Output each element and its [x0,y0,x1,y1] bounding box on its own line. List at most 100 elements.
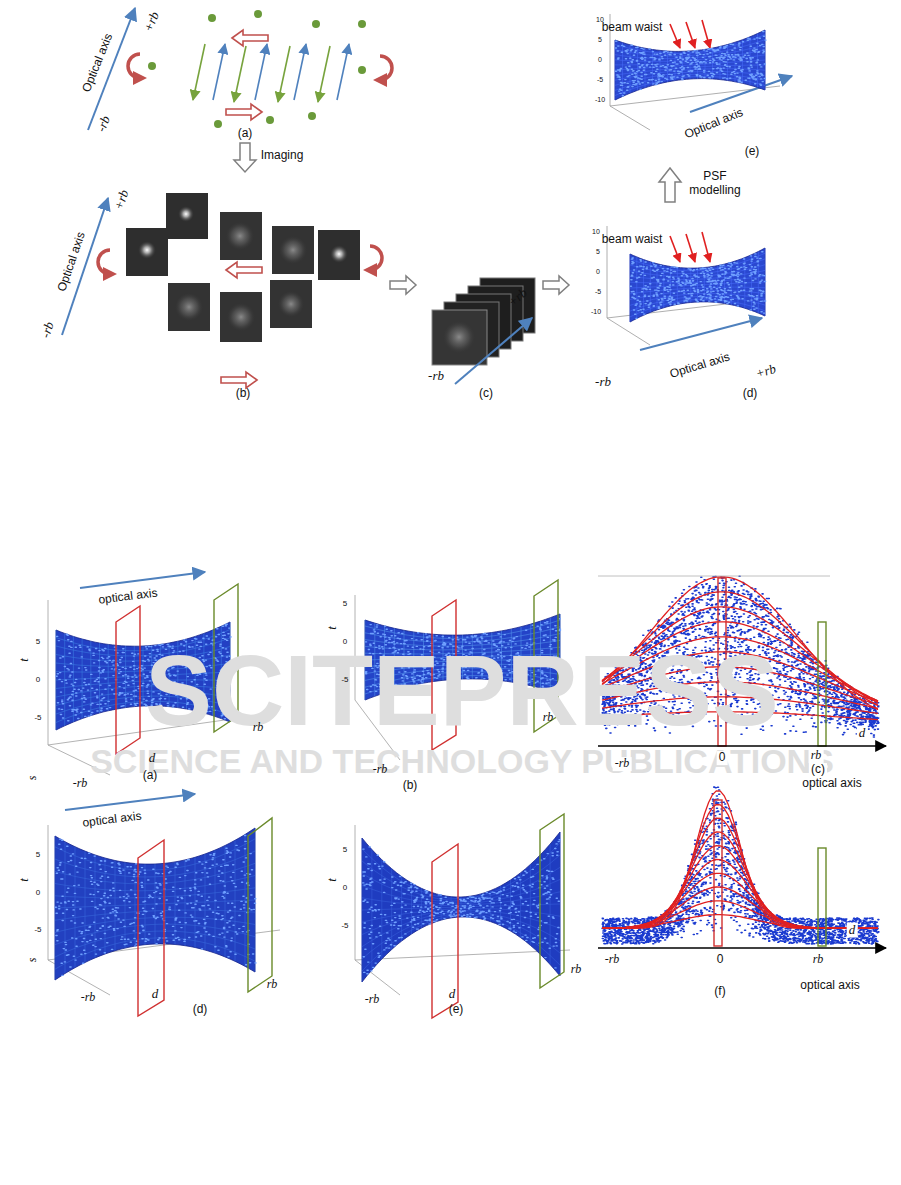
figure-shape [220,292,262,342]
psf-mesh [362,832,560,982]
figure-label: optical axis [800,777,863,791]
figure-label: 0 [36,888,40,897]
figure-shape [98,250,110,274]
figure-shape [208,14,216,22]
figure-label: (a) [143,769,158,783]
figure-label: optical axis [798,979,861,993]
figure-label: (e) [449,1003,464,1017]
optical-axis-arrow [65,794,195,810]
figure-shape [234,143,256,172]
figure-label: +rb [141,10,162,34]
figure-shape [168,283,210,331]
figure-shape [818,622,826,746]
figure-shape [148,62,156,70]
psf-cloud [615,30,765,100]
psf-cloud [362,832,560,982]
figure-shape [214,120,222,128]
figure-shape [380,56,392,80]
figure-label: (a) [238,127,253,141]
figure-shape [48,600,49,745]
figure-label: d [847,923,858,938]
figure-label: t [325,626,340,630]
figure-label: 10 [596,16,604,24]
figure-shape [714,800,722,946]
figure-label: (b) [236,387,251,401]
figure-shape [126,228,168,276]
psf-mesh [630,248,765,322]
figure-shape [702,232,710,262]
figure-label: 5 [596,248,600,256]
figure-shape [234,46,246,102]
figure-shape [540,814,564,988]
figure-shape [337,44,349,100]
figure-label: -rb [595,375,611,390]
figure-shape [455,318,532,384]
fit-curve [602,860,878,929]
psf-clouds [55,30,766,982]
figure-label: 0 [343,637,347,646]
figure-shape [358,20,366,28]
psf-points [615,32,766,96]
figure-shape [138,840,164,1016]
figure-label: (c) [479,387,493,401]
figure-shape [138,241,156,259]
figure-shape [278,46,290,102]
figure-shape [270,280,312,328]
figure-shape [220,212,262,260]
figure-label: -5 [341,921,348,930]
figure-shape [686,22,695,48]
figure-label: -rb [38,320,57,340]
figure-shape [248,818,272,992]
figure-label: -rb [94,114,114,134]
figure-label: -5 [595,288,601,296]
figure-label: t [325,878,340,882]
figure-shape [116,606,140,754]
psf-cloud [630,248,765,322]
psf-points [55,836,256,976]
figure-label: Optical axis [80,32,116,95]
figure-label: rb [267,978,278,992]
fit-curve [602,887,878,928]
figure-shape [355,825,356,960]
figure-label: -rb [428,369,444,384]
figure-shape [166,193,208,239]
figure-shape [128,54,140,78]
figure-shape [358,66,366,74]
figure-label: optical axis [82,810,143,831]
figure-shape [254,10,262,18]
figure-shape [226,262,262,278]
figure-shape [278,291,304,317]
figure-shape [370,246,382,270]
figure-label: 0 [717,751,728,765]
panel-c-stack [432,276,569,384]
figure-label: d [857,726,868,741]
scatter-points [602,787,879,944]
fit-curve [602,818,878,928]
figure-shape [279,236,307,264]
figure-label: 5 [343,599,347,608]
figure-label: d [152,987,159,1002]
figure-label: (f) [712,985,727,999]
fit-curve [602,791,878,929]
figure-shape [178,206,194,222]
figure-shape [670,24,680,48]
figure-shape [670,236,680,262]
figure-label: 5 [598,36,602,44]
figure-label: Optical axis [668,350,731,381]
figure-shape [294,44,306,100]
figure-shape [221,372,257,388]
figure-shape [598,947,886,949]
figure-shape [390,276,416,294]
figure-shape [818,848,826,946]
figure-label: -rb [73,777,88,791]
figure-label: (b) [403,779,418,793]
figure-label: Optical axis [683,106,746,142]
figure-shape [312,20,320,28]
figure-shape [543,276,569,294]
figure-label: (d) [743,387,758,401]
fit-curve [602,901,878,929]
psf-points [630,252,765,319]
figure-shape [330,245,348,263]
